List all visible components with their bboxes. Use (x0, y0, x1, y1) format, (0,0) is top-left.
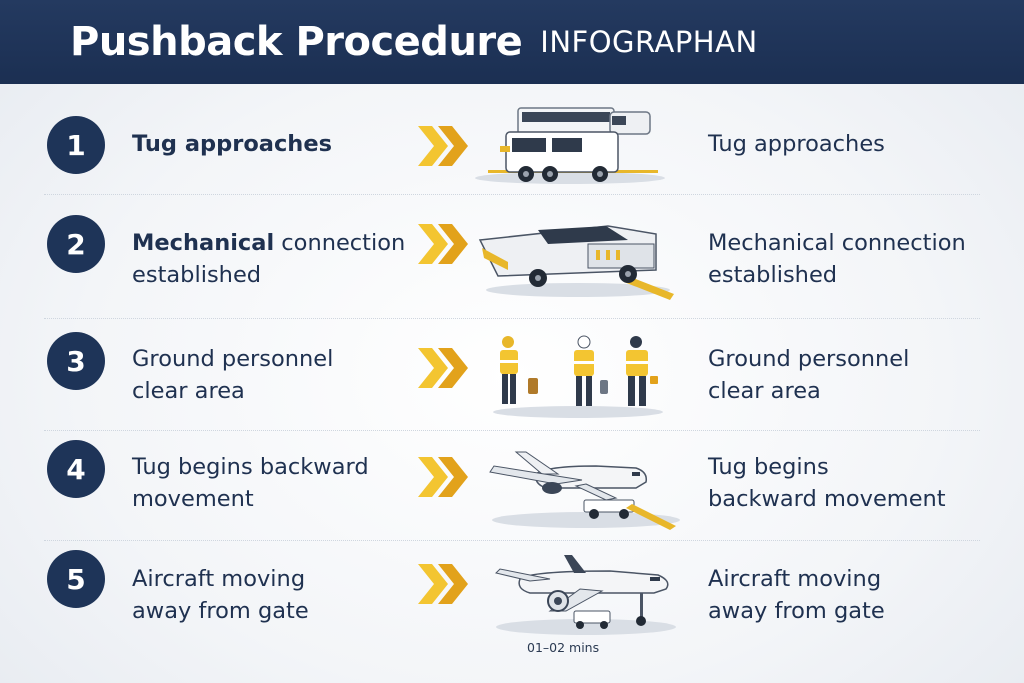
step-right-line1: Aircraft moving (708, 566, 882, 592)
chevron-right-icon (418, 224, 468, 264)
header-banner: Pushback Procedure INFOGRAPHAN (0, 0, 1024, 84)
step-left-label: Tug begins backward movement (132, 451, 422, 515)
step-number-badge: 5 (47, 550, 105, 608)
step-number-badge: 2 (47, 215, 105, 273)
step-left-bold: Mechanical (132, 230, 275, 256)
pushback-tug-icon (475, 107, 665, 184)
step-left-label: Tug approaches (132, 128, 422, 160)
step-right-label: Mechanical connection established (708, 227, 1008, 291)
step-right-label: Tug begins backward movement (708, 451, 1008, 515)
page-title: Pushback Procedure (70, 19, 523, 65)
step-right-line1: Ground personnel (708, 346, 910, 372)
step-right-line2: clear area (708, 378, 821, 404)
step-right-line1: Tug begins (708, 454, 829, 480)
step-right-label: Aircraft moving away from gate (708, 563, 1008, 627)
aircraft-pushback-icon (489, 451, 680, 530)
row-divider (44, 194, 980, 195)
row-divider (44, 430, 980, 431)
step-right-line2: established (708, 262, 838, 288)
step-right-line2: away from gate (708, 598, 885, 624)
step-right-label: Ground personnel clear area (708, 343, 1008, 407)
step-left-line2: away from gate (132, 598, 309, 624)
step-left-text: connection (274, 230, 406, 256)
step-number-badge: 1 (47, 116, 105, 174)
ground-crew-icon (493, 335, 663, 418)
towbarless-tug-icon (478, 225, 674, 300)
step-left-label: Mechanical connection established (132, 227, 422, 291)
step-left-label: Aircraft moving away from gate (132, 563, 422, 627)
chevron-right-icon (418, 126, 468, 166)
step-left-line2: clear area (132, 378, 245, 404)
step-number-badge: 4 (47, 440, 105, 498)
step-right-line1: Tug approaches (708, 131, 885, 157)
row-divider (44, 540, 980, 541)
step-right-line1: Mechanical connection (708, 230, 966, 256)
page-subtitle: INFOGRAPHAN (540, 25, 758, 59)
step-left-text: Ground personnel (132, 346, 334, 372)
step-right-label: Tug approaches (708, 128, 1008, 160)
step-left-label: Ground personnel clear area (132, 343, 422, 407)
aircraft-departing-icon (495, 555, 676, 635)
step-left-text: Tug begins backward (132, 454, 369, 480)
step-left-line2: established (132, 262, 262, 288)
step-left-bold: Tug approaches (132, 131, 332, 157)
chevron-right-icon (418, 348, 468, 388)
step-left-line2: movement (132, 486, 254, 512)
step-left-text: Aircraft moving (132, 566, 306, 592)
step-number-badge: 3 (47, 332, 105, 390)
chevron-right-icon (418, 457, 468, 497)
duration-note: 01–02 mins (527, 640, 600, 655)
chevron-right-icon (418, 564, 468, 604)
row-divider (44, 318, 980, 319)
step-right-line2: backward movement (708, 486, 946, 512)
